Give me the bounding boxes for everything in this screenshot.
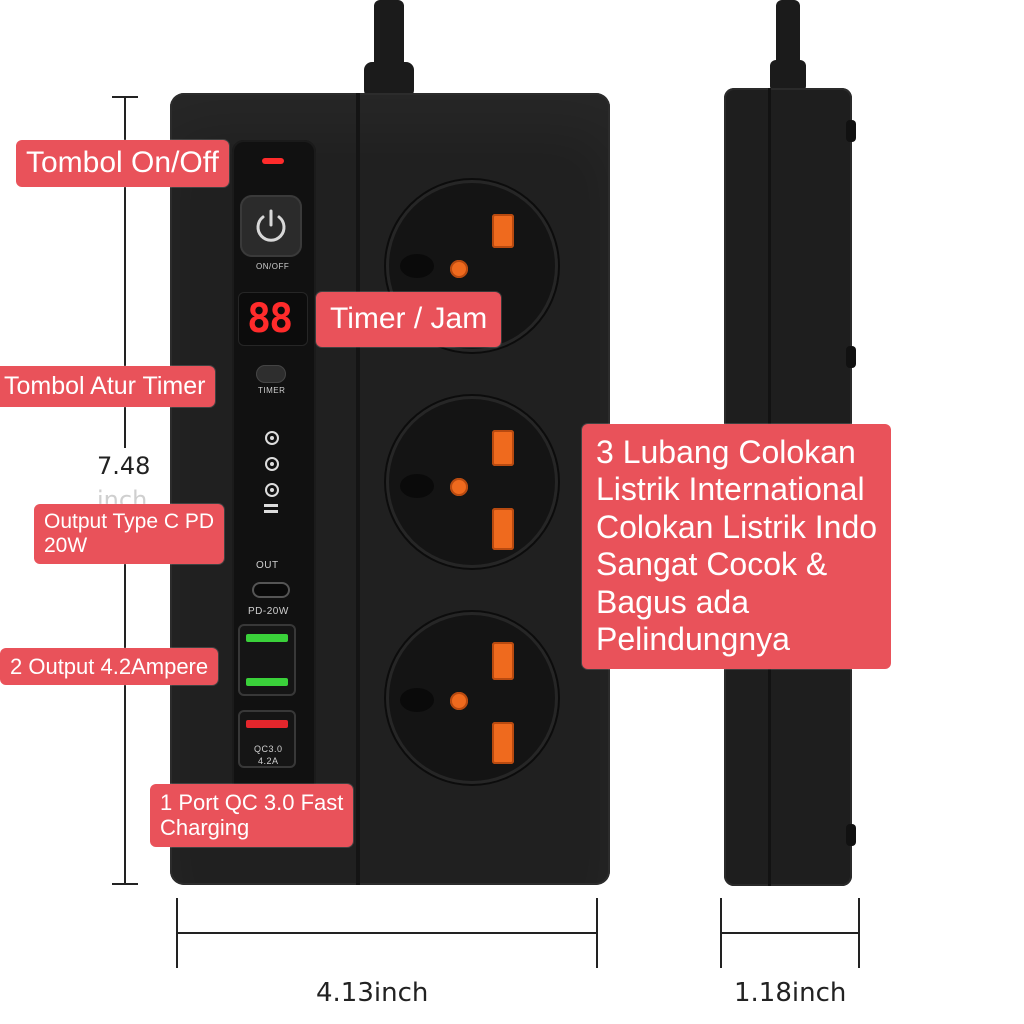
power-icon: [256, 209, 286, 242]
timer-button-label: TIMER: [258, 386, 286, 395]
pd-label: PD-20W: [248, 606, 289, 617]
side-button-3: [846, 824, 856, 846]
depth-dimension-tick-left: [720, 898, 722, 968]
socket-3-earth: [400, 688, 434, 712]
socket-1-earth: [400, 254, 434, 278]
usb-a-port-green-group[interactable]: [238, 624, 296, 696]
sockets-description-callout: 3 Lubang Colokan Listrik International C…: [582, 424, 892, 669]
timer-digits: 88: [247, 296, 293, 342]
height-dimension-value: 7.48: [97, 452, 151, 480]
snail-icon: [264, 431, 279, 513]
width-dimension-line: [176, 932, 598, 934]
socket-1-pin-top: [492, 214, 514, 248]
qc-port[interactable]: [238, 710, 296, 768]
usb-output-callout: 2 Output 4.2Ampere: [0, 648, 219, 686]
depth-dimension-label: 1.18inch: [734, 978, 847, 1008]
socket-2-earth: [400, 474, 434, 498]
side-button-1: [846, 120, 856, 142]
usb-a-slot-1[interactable]: [246, 634, 288, 642]
side-button-2: [846, 346, 856, 368]
usb-indicator-icons: [258, 428, 288, 518]
width-dimension-label: 4.13inch: [316, 978, 429, 1008]
width-dimension-tick-left: [176, 898, 178, 968]
width-dimension-tick-right: [596, 898, 598, 968]
power-button[interactable]: [240, 195, 302, 257]
power-button-callout: Tombol On/Off: [16, 140, 229, 187]
timer-set-button-callout: Tombol Atur Timer: [0, 366, 216, 407]
socket-1-round-pin: [450, 260, 468, 278]
power-indicator-led: [262, 158, 284, 164]
qc-amp-label: 4.2A: [258, 756, 279, 766]
depth-dimension-line: [720, 932, 860, 934]
timer-display: 88: [238, 292, 308, 346]
usb-a-slot-2[interactable]: [246, 678, 288, 686]
socket-2-pin-bottom: [492, 508, 514, 550]
qc-port-slot[interactable]: [246, 720, 288, 728]
power-button-label: ON/OFF: [256, 262, 290, 271]
timer-display-callout: Timer / Jam: [316, 292, 502, 347]
socket-2-round-pin: [450, 478, 468, 496]
timer-set-button[interactable]: [256, 365, 286, 383]
housing-seam: [356, 93, 360, 885]
socket-3[interactable]: [386, 612, 558, 784]
qc-label: QC3.0: [254, 744, 283, 754]
type-c-output-callout: Output Type C PD 20W: [34, 504, 225, 565]
socket-2[interactable]: [386, 396, 558, 568]
type-c-port[interactable]: [252, 582, 290, 598]
height-dimension-tick-bottom: [112, 883, 138, 885]
qc-port-callout: 1 Port QC 3.0 Fast Charging: [150, 784, 354, 847]
front-cord-strain-relief: [364, 62, 414, 98]
out-label: OUT: [256, 560, 279, 571]
depth-dimension-tick-right: [858, 898, 860, 968]
side-cord-strain-relief: [770, 60, 806, 92]
socket-3-round-pin: [450, 692, 468, 710]
socket-3-pin-top: [492, 642, 514, 680]
socket-2-pin-top: [492, 430, 514, 466]
height-dimension-tick-top: [112, 96, 138, 98]
socket-3-pin-bottom: [492, 722, 514, 764]
